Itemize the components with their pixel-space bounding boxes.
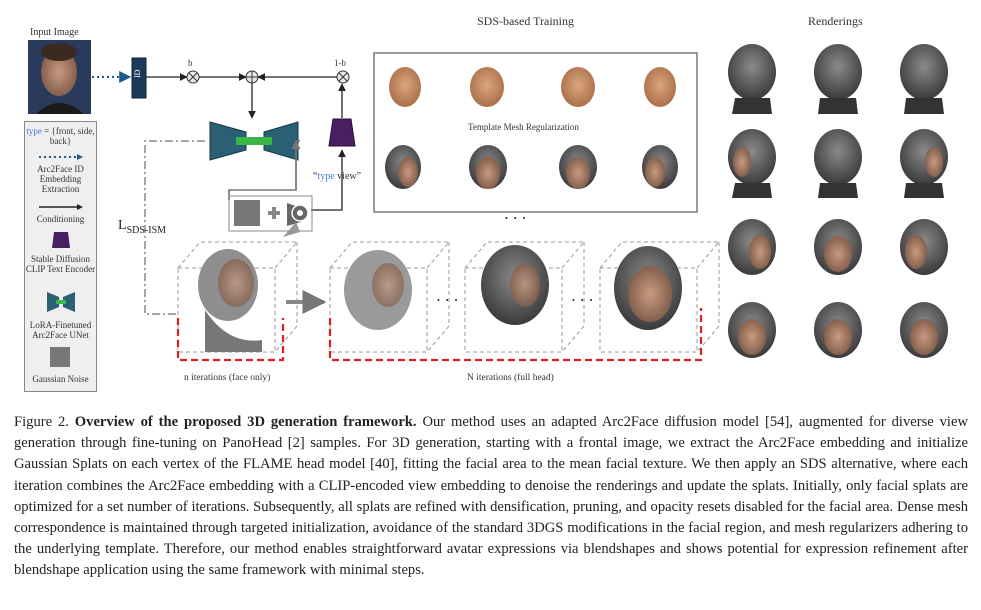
legend-unet-icon	[47, 292, 75, 312]
sds-loss-path	[144, 140, 205, 315]
camera-icon	[287, 203, 309, 226]
legend: type = {front, side, back} Arc2Face ID E…	[24, 121, 97, 392]
clip-encoder	[328, 118, 356, 147]
renderings-title: Renderings	[808, 14, 863, 28]
id-embedding-box	[131, 57, 147, 99]
cube-2	[329, 241, 451, 353]
template-heads-row	[389, 67, 676, 107]
dots-mid-1: • • •	[437, 296, 460, 305]
n-iterations-label: n iterations (face only)	[184, 373, 271, 383]
sds-loss-label: LSDS-ISM	[118, 218, 167, 236]
legend-solid-arrow-icon	[39, 204, 83, 210]
dots-top: • • •	[505, 214, 528, 223]
legend-clip-icon	[52, 232, 70, 248]
cube-1	[177, 241, 299, 353]
noise-camera-group	[228, 195, 313, 232]
N-iterations-label: N iterations (full head)	[467, 373, 554, 383]
legend-type: type = {front, side, back}	[26, 126, 95, 146]
legend-dotted-arrow-icon	[39, 154, 83, 160]
caption-bold: Overview of the proposed 3D generation f…	[74, 414, 417, 430]
lora-unet	[209, 121, 299, 161]
bracket-n	[176, 318, 285, 362]
figure-caption: Figure 2. Overview of the proposed 3D ge…	[14, 414, 968, 579]
generated-heads-row	[385, 145, 678, 189]
type-view-label: “type view”	[313, 171, 362, 182]
input-image	[28, 40, 91, 114]
id-label: ID	[133, 69, 142, 78]
input-image-label: Input Image	[30, 27, 79, 38]
b-label: b	[188, 58, 193, 68]
dots-mid-2: • • •	[572, 296, 595, 305]
legend-lora: LoRA-Finetuned Arc2Face UNet	[29, 320, 92, 340]
cube-4	[599, 241, 721, 353]
legend-noise-icon	[50, 347, 70, 367]
cube-3	[464, 241, 586, 353]
sds-training-title: SDS-based Training	[477, 14, 575, 28]
legend-arc2face-id: Arc2Face ID Embedding Extraction	[37, 164, 84, 194]
one-minus-b-label: 1-b	[334, 58, 346, 68]
legend-clip: Stable Diffusion CLIP Text Encoder	[25, 254, 96, 274]
diagram-svg	[28, 40, 948, 362]
legend-noise: Gaussian Noise	[32, 374, 89, 384]
renderings-grid	[728, 44, 948, 358]
template-mesh-label: Template Mesh Regularization	[468, 122, 579, 132]
gaussian-noise-box	[234, 200, 260, 226]
legend-conditioning: Conditioning	[36, 214, 85, 224]
figure: Input Image SDS-based Training Rendering…	[24, 14, 948, 392]
sds-training-box	[373, 52, 698, 213]
